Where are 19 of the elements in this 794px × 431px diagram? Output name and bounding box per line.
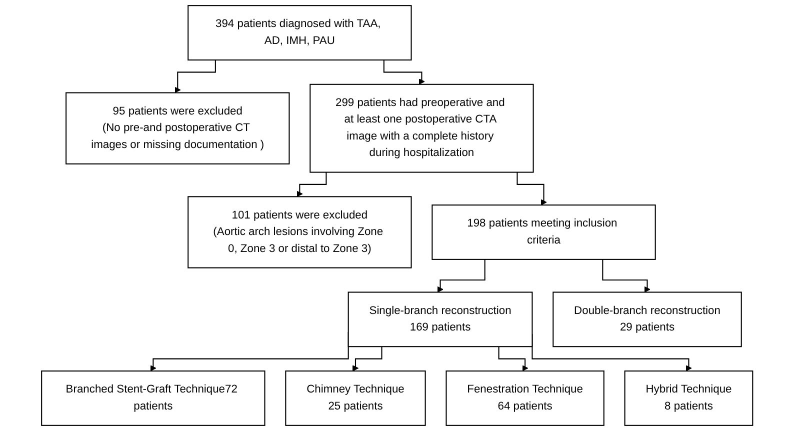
arrow (296, 172, 327, 197)
node-box: Chimney Technique 25 patients (285, 370, 426, 426)
node-box: Branched Stent-Graft Technique72 patients (40, 370, 266, 426)
arrow (383, 60, 425, 85)
node-box: 101 patients were excluded (Aortic arch lesions involving Zone 0, Zone 3 or distal to Zone 3) (187, 196, 412, 268)
arrow (174, 60, 216, 94)
node-box: 198 patients meeting inclusion criteria (432, 204, 656, 260)
node-box: 95 patients were excluded (No pre-and postoperative CT images or missing documentation ) (65, 92, 290, 164)
node-box: Single-branch reconstruction 169 patients (348, 292, 533, 348)
node-box: Double-branch reconstruction 29 patients (552, 292, 742, 348)
node-box: 394 patients diagnosed with TAA, AD, IMH, PAU (187, 5, 412, 60)
arrow (437, 259, 486, 292)
arrow (352, 346, 382, 372)
arrow (498, 346, 528, 372)
arrow (516, 172, 547, 206)
node-box: Hybrid Technique 8 patients (624, 370, 754, 426)
node-box: Fenestration Technique 64 patients (446, 370, 604, 426)
node-box: 299 patients had preoperative and at least one postoperative CTA image with a complete history during hospitalization (309, 84, 534, 173)
arrow (602, 259, 650, 292)
